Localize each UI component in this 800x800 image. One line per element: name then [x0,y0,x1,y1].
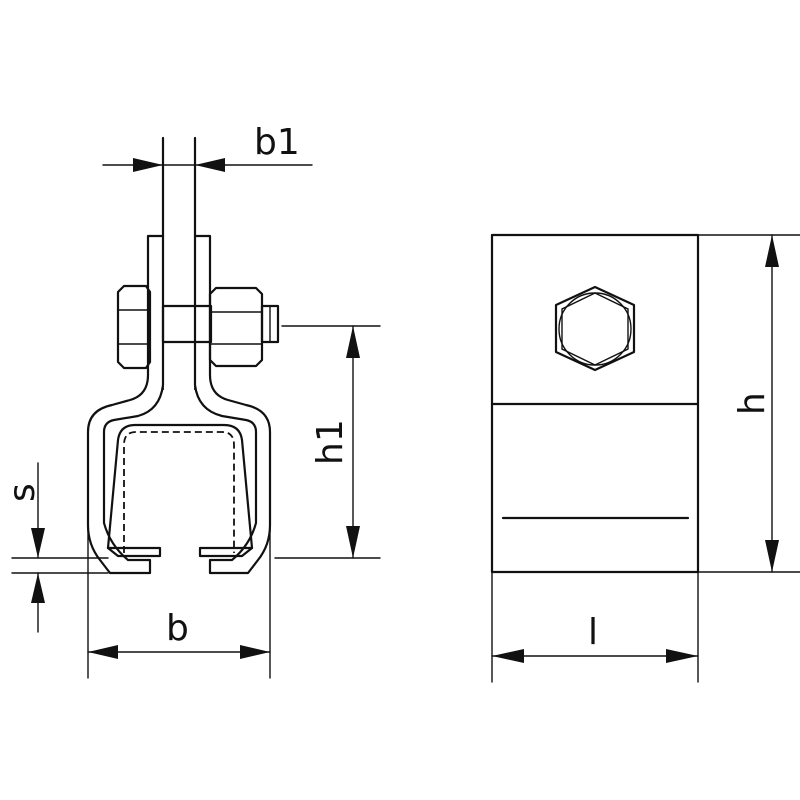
label-h1: h1 [310,419,351,465]
label-b1: b1 [254,122,300,163]
dimension-s: s [2,462,109,633]
label-s: s [2,483,43,502]
hanger-plate-outline [86,234,165,575]
label-b: b [166,608,189,649]
trolley-hidden-body [162,350,196,390]
dimension-h: h [697,234,800,573]
rail-lip-left [106,546,162,558]
label-l: l [588,612,598,653]
side-view [490,233,700,574]
label-h: h [732,392,773,415]
dimension-l: l [491,571,699,683]
bolt-shaft [161,304,213,344]
hex-bolt-inner [561,292,629,366]
nut-right [208,286,264,368]
rail-hidden-outline [123,431,235,553]
dimension-h1: h1 [274,325,381,559]
hanger-plate-outline-right [193,234,272,575]
hex-bolt-inner-circle [558,292,632,366]
rail-lip-right [198,546,254,558]
front-view [86,136,280,575]
rail-profile [106,423,254,550]
bolt-head-left [116,284,152,370]
dimension-b: b [87,524,271,679]
dimension-b1: b1 [102,122,313,172]
hex-bolt-icon [554,285,636,372]
